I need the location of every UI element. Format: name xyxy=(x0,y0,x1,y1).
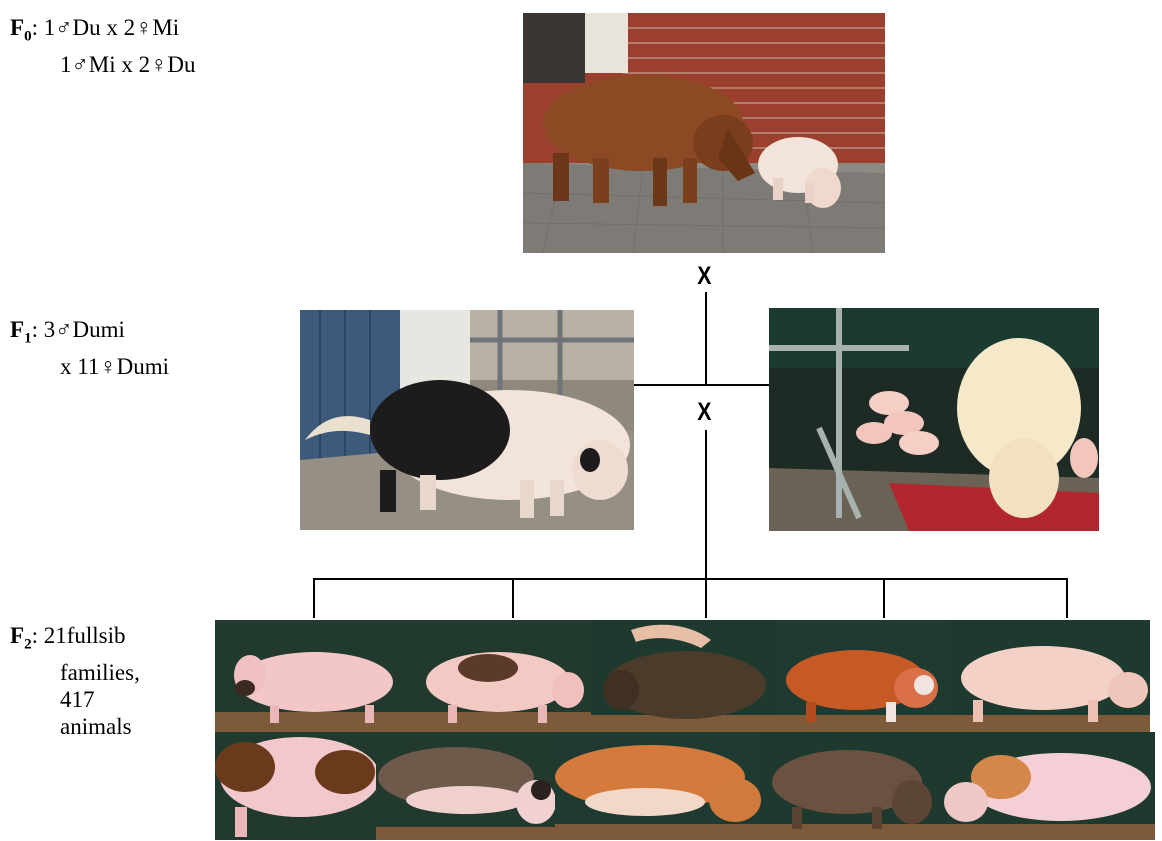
f1-cross-symbol: X xyxy=(697,398,711,427)
f0-cross-2: 1♂Mi x 2♀Du xyxy=(10,51,195,78)
f0-subscript: 0 xyxy=(24,29,32,45)
connector-f2-drop-2 xyxy=(512,578,514,618)
f2-photo-6 xyxy=(215,732,376,840)
f0-label: F0: 1♂Du x 2♀Mi 1♂Mi x 2♀Du xyxy=(10,14,195,78)
f2-symbol: F xyxy=(10,623,24,648)
f1-label: F1: 3♂Dumi x 11♀Dumi xyxy=(10,316,169,380)
f2-photo-3 xyxy=(591,620,776,732)
f2-photo-7 xyxy=(376,732,555,840)
f2-line-3: 417 xyxy=(10,686,140,713)
f2-photo-2 xyxy=(408,620,591,732)
connector-f1-parents xyxy=(634,384,769,386)
f2-subscript: 2 xyxy=(24,637,32,653)
f2-photo-5 xyxy=(948,620,1150,732)
f1-subscript: 1 xyxy=(24,331,32,347)
f2-photo-4 xyxy=(776,620,948,732)
f2-photo-1 xyxy=(215,620,408,732)
connector-f2-drop-3 xyxy=(705,578,707,618)
f1-sow-photo xyxy=(769,308,1099,531)
f0-symbol: F xyxy=(10,15,24,40)
f0-photo xyxy=(523,13,885,253)
f1-sows: x 11♀Dumi xyxy=(10,353,169,380)
f2-photo-10 xyxy=(941,732,1155,840)
connector-f2-drop-1 xyxy=(313,578,315,618)
f1-boar-photo xyxy=(300,310,634,530)
f1-boars: 3♂Dumi xyxy=(44,317,125,342)
connector-f0-to-f1 xyxy=(705,292,707,384)
connector-f2-drop-4 xyxy=(883,578,885,618)
connector-f2-drop-5 xyxy=(1066,578,1068,618)
f2-line-2: families, xyxy=(10,659,140,686)
f2-photo-8 xyxy=(555,732,762,840)
connector-f2-sibling-bar xyxy=(313,578,1068,580)
f2-line-4: animals xyxy=(10,713,140,740)
f1-symbol: F xyxy=(10,317,24,342)
f2-label: F2: 21fullsib families, 417 animals xyxy=(10,622,140,740)
f2-line-1: 21fullsib xyxy=(44,623,126,648)
f0-cross-symbol: X xyxy=(697,262,711,291)
f0-cross-1: 1♂Du x 2♀Mi xyxy=(44,15,179,40)
f2-photo-9 xyxy=(762,732,941,840)
